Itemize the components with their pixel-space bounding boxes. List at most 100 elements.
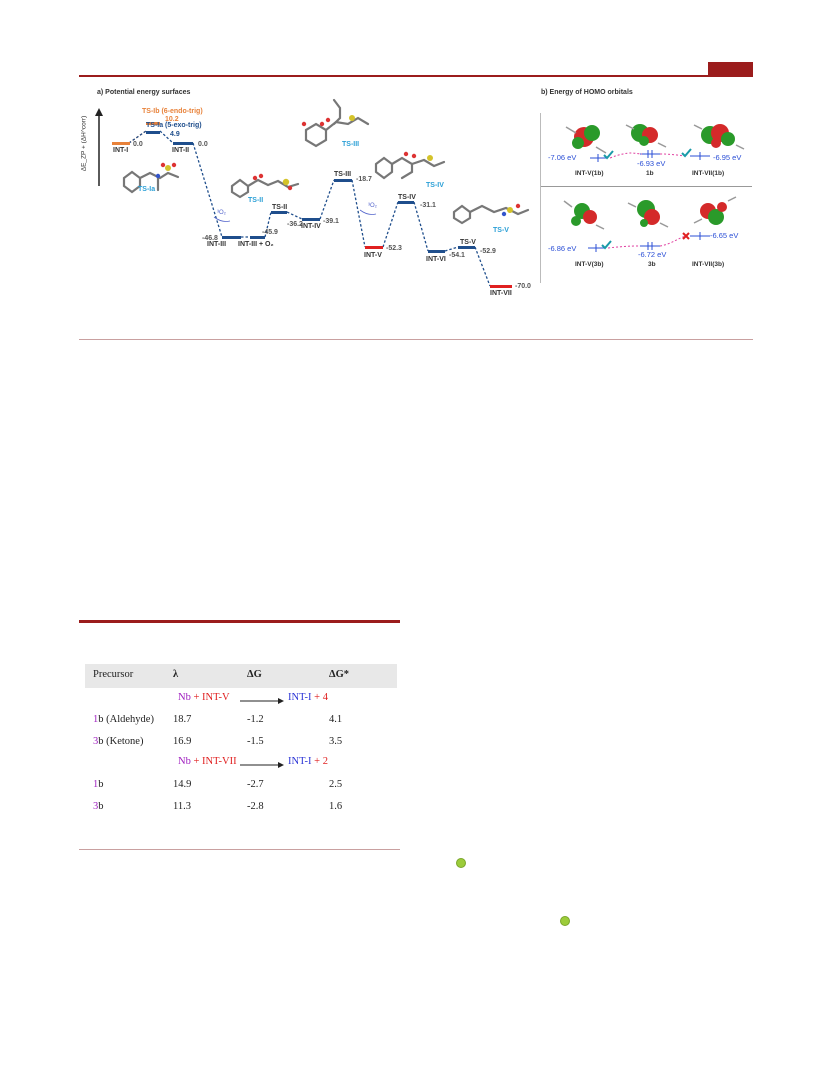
reaction-2-prod: INT-I — [288, 756, 312, 767]
conn-13 — [474, 246, 491, 287]
cell-lambda: 18.7 — [173, 714, 192, 725]
value-int-vi: -54.1 — [449, 252, 465, 259]
precursor-num: 1 — [93, 779, 99, 790]
molecule-ts-v — [452, 203, 530, 225]
reaction-2: Nb + INT-VII — [178, 756, 237, 767]
reaction-2-arrow — [240, 762, 284, 768]
homo-ev-int-v-3b: -6.86 eV — [548, 244, 577, 253]
cell-dgs: 2.5 — [329, 779, 343, 790]
level-ts-iii — [334, 179, 352, 182]
homo-panel-border — [540, 113, 753, 283]
value-ts-ia: 4.9 — [170, 131, 180, 138]
label-mol-ts-v: TS-V — [493, 227, 509, 234]
y-axis-arrow — [95, 108, 103, 186]
homo-row-divider — [541, 186, 752, 187]
orbital-3b — [627, 200, 669, 228]
precursor-rest: b — [98, 779, 104, 790]
panel-a-title: a) Potential energy surfaces — [97, 89, 191, 96]
precursor-rest: b — [98, 801, 104, 812]
table-bottom-rule — [79, 849, 400, 850]
conn-9 — [351, 179, 366, 248]
green-dot-1 — [456, 858, 466, 868]
level-ts-iv — [398, 201, 414, 204]
value-int-vii: -70.0 — [515, 283, 531, 290]
orbital-int-v-3b — [563, 200, 605, 230]
homo-ev-int-vii-3b: -6.65 eV — [710, 231, 739, 240]
orbital-int-vii-3b — [693, 196, 737, 225]
label-int-vii: INT-VII — [490, 290, 512, 297]
level-int-v — [365, 246, 383, 249]
cell-dgs: 3.5 — [329, 736, 343, 747]
level-ts-ii — [271, 211, 287, 214]
molecule-ts-ia — [122, 162, 180, 194]
label-int-i: INT-I — [113, 147, 129, 154]
value-ts-ib: 10.2 — [165, 116, 179, 123]
reaction-2-plus: + — [190, 756, 203, 767]
conn-4 — [192, 142, 223, 238]
label-ts-ii: TS-II — [272, 204, 288, 211]
value-ts-v: -52.9 — [480, 248, 496, 255]
molecule-ts-iii — [301, 98, 370, 148]
o2-arrow-1 — [213, 216, 231, 222]
conn-2 — [128, 130, 147, 144]
table-header-bg — [85, 664, 397, 688]
reaction-1-plus: + — [190, 692, 203, 703]
conn-11 — [413, 201, 429, 252]
level-ts-ib — [146, 122, 160, 125]
reaction-1-plus2: + — [311, 692, 323, 703]
orbital-int-vii-1b — [693, 124, 745, 150]
col-dg: ΔG — [247, 669, 262, 680]
reaction-1-num: 4 — [322, 692, 328, 703]
label-int-v: INT-V — [364, 252, 382, 259]
figure-divider — [79, 339, 753, 340]
cell-precursor: 1b (Aldehyde) — [93, 714, 154, 725]
reaction-2-num: 2 — [322, 756, 328, 767]
homo-label-int-vii-1b: INT-VII(1b) — [692, 170, 725, 177]
reaction-1-nb: Nb — [178, 692, 191, 703]
label-ts-iii: TS-III — [334, 171, 352, 178]
cell-precursor: 3b — [93, 801, 104, 812]
label-ts-iv: TS-IV — [398, 194, 416, 201]
reaction-1-int: INT-V — [202, 692, 230, 703]
homo-label-3b: 3b — [648, 261, 656, 268]
col-lambda: λ — [173, 669, 179, 680]
level-int-iii-o2 — [250, 236, 265, 239]
value-ts-iii: -18.7 — [356, 176, 372, 183]
homo-label-int-v-3b: INT-V(3b) — [575, 261, 604, 268]
label-ts-ia: TS-Ia (5-exo-trig) — [146, 122, 202, 129]
molecule-ts-iv — [374, 151, 446, 180]
homo-label-int-v-1b: INT-V(1b) — [575, 170, 604, 177]
precursor-rest: b (Ketone) — [98, 736, 144, 747]
cell-lambda: 14.9 — [173, 779, 192, 790]
homo-label-1b: 1b — [646, 170, 654, 177]
value-int-iv: -39.1 — [323, 218, 339, 225]
conn-8 — [319, 179, 335, 220]
cell-lambda: 11.3 — [173, 801, 191, 812]
col-dgs: ΔG* — [329, 669, 350, 680]
green-dot-2 — [560, 916, 570, 926]
cell-dgs: 1.6 — [329, 801, 343, 812]
label-int-iii-o2: INT-III + O₂ — [238, 241, 274, 248]
cell-precursor: 1b — [93, 779, 104, 790]
conn-10 — [382, 201, 399, 248]
level-int-iii — [222, 236, 241, 239]
molecule-ts-ii — [230, 173, 300, 199]
level-ts-v — [458, 246, 475, 249]
label-mol-ts-ia: TS-Ia — [138, 186, 156, 193]
header-tab — [708, 62, 753, 76]
reaction-1-arrow — [240, 698, 284, 704]
cell-dg: -1.2 — [247, 714, 264, 725]
conn-3 — [159, 130, 174, 144]
value-ts-iv: -31.1 — [420, 202, 436, 209]
level-int-vi — [428, 250, 445, 253]
cell-lambda: 16.9 — [173, 736, 192, 747]
cell-dg: -2.8 — [247, 801, 264, 812]
value-ts-ii: -36.2 — [287, 221, 303, 228]
label-int-vi: INT-VI — [426, 256, 446, 263]
conn-7 — [286, 211, 303, 220]
precursor-num: 3 — [93, 736, 99, 747]
precursor-num: 3 — [93, 801, 99, 812]
homo-ev-int-vii-1b: -6.95 eV — [713, 153, 742, 162]
homo-ev-3b: -6.72 eV — [638, 250, 667, 259]
orbital-int-v-1b — [565, 125, 607, 154]
